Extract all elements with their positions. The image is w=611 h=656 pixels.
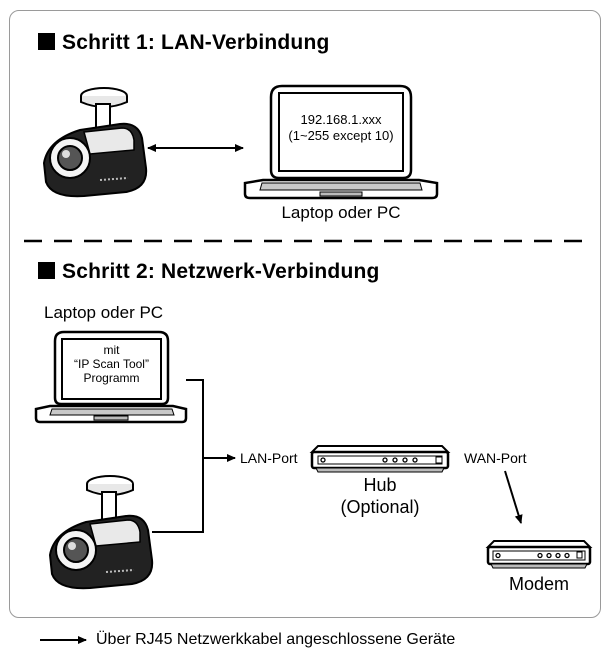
laptop-icon — [34, 330, 188, 424]
lan-cable — [152, 379, 236, 533]
screen-line-programm: Programm — [83, 371, 140, 385]
ip-range: (1~255 except 10) — [288, 128, 394, 143]
step1-heading: Schritt 1: LAN-Verbindung — [38, 31, 330, 55]
step2-laptop-label: Laptop oder PC — [44, 303, 164, 322]
screen-line-tool: “IP Scan Tool” — [74, 357, 149, 371]
step1-title: Schritt 1: LAN-Verbindung — [62, 31, 330, 54]
hub-label: Hub — [363, 475, 397, 495]
hub-optional-note: (Optional) — [340, 497, 420, 517]
wan-port-label: WAN-Port — [464, 450, 527, 466]
screen-line-mit: mit — [103, 343, 120, 357]
laptop-screen-text: 192.168.1.xxx (1~255 except 10) — [279, 112, 403, 144]
ip-address: 192.168.1.xxx — [300, 112, 382, 127]
laptop-icon — [243, 84, 439, 200]
laptop-screen-text: mit “IP Scan Tool” Programm — [62, 343, 161, 385]
camera-icon — [48, 475, 154, 590]
modem-label: Modem — [508, 574, 570, 594]
heading-square-icon — [38, 262, 55, 279]
hub-label-block: Hub (Optional) — [320, 474, 440, 518]
diagram-frame — [9, 10, 601, 618]
step1-device-label: Laptop oder PC — [281, 203, 401, 222]
modem-icon — [485, 540, 593, 569]
heading-square-icon — [38, 33, 55, 50]
legend-text: Über RJ45 Netzwerkkabel angeschlossene G… — [96, 631, 456, 648]
lan-port-label: LAN-Port — [240, 450, 298, 466]
step2-title: Schritt 2: Netzwerk-Verbindung — [62, 260, 380, 283]
wan-connection-arrow — [504, 470, 523, 524]
hub-icon — [309, 445, 451, 473]
step2-heading: Schritt 2: Netzwerk-Verbindung — [38, 260, 380, 284]
camera-icon — [42, 87, 148, 198]
